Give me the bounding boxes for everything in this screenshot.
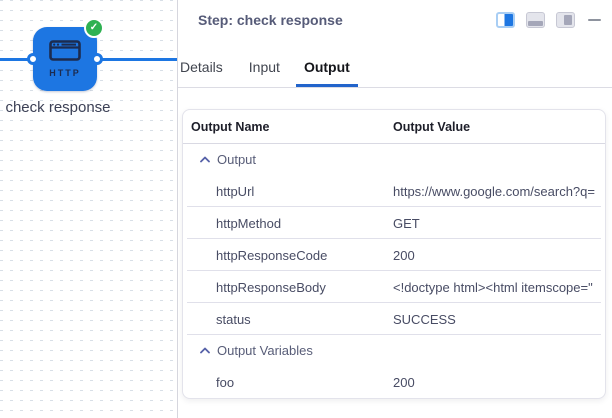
incoming-edge <box>0 58 37 61</box>
output-value-cell: GET <box>393 215 420 231</box>
output-value-cell: 200 <box>393 247 415 263</box>
http-task-node[interactable]: HTTP <box>33 27 97 91</box>
tab-details[interactable]: Details <box>180 59 223 75</box>
output-name-cell: httpResponseBody <box>216 279 326 295</box>
tab-input[interactable]: Input <box>248 59 280 75</box>
workflow-canvas[interactable]: HTTP ✓ check response <box>0 0 177 418</box>
output-name-cell: httpMethod <box>216 215 282 231</box>
tab-output[interactable]: Output <box>295 44 358 87</box>
tab-bar: Details Input Output <box>178 44 612 88</box>
output-value-cell: <!doctype html><html itemscope=" <box>393 279 593 295</box>
table-row[interactable]: foo 200 <box>183 366 605 398</box>
output-value-cell: 200 <box>393 374 415 390</box>
layout-toolbar <box>496 12 601 28</box>
group-label: Output Variables <box>217 343 313 358</box>
output-value-cell: SUCCESS <box>393 311 456 327</box>
group-row-output-variables[interactable]: Output Variables <box>183 335 605 366</box>
output-name-cell: httpUrl <box>216 183 255 199</box>
outgoing-edge <box>93 58 177 61</box>
table-row[interactable]: httpMethod GET <box>183 207 605 239</box>
bottom-panel-toggle-icon[interactable] <box>526 12 545 28</box>
table-row[interactable]: httpResponseCode 200 <box>183 239 605 271</box>
output-name-cell: status <box>216 311 251 327</box>
output-name-cell: httpResponseCode <box>216 247 328 263</box>
table-row[interactable]: status SUCCESS <box>183 303 605 335</box>
split-view-toggle-icon[interactable] <box>496 12 515 28</box>
chevron-up-icon[interactable] <box>200 156 210 163</box>
minimize-icon[interactable] <box>588 19 601 21</box>
output-port[interactable] <box>91 53 103 65</box>
output-name-cell: foo <box>216 374 235 390</box>
table-row[interactable]: httpUrl https://www.google.com/search?q= <box>183 175 605 207</box>
output-table: Output Name Output Value Output httpUrl … <box>182 109 606 399</box>
column-header-output-value: Output Value <box>393 119 471 134</box>
panel-header: Step: check response <box>178 0 612 28</box>
column-header-output-name: Output Name <box>191 119 270 134</box>
step-detail-panel: Step: check response Details Input Outpu… <box>177 0 612 418</box>
panel-title: Step: check response <box>198 12 343 28</box>
group-label: Output <box>217 152 257 167</box>
table-header-row: Output Name Output Value <box>183 110 605 144</box>
node-name-label: check response <box>5 99 111 116</box>
chevron-up-icon[interactable] <box>200 347 210 354</box>
right-panel-toggle-icon[interactable] <box>556 12 575 28</box>
success-check-icon: ✓ <box>84 18 104 38</box>
output-value-cell: https://www.google.com/search?q= <box>393 183 595 199</box>
input-port[interactable] <box>27 53 39 65</box>
node-type-label: HTTP <box>49 68 81 78</box>
table-row[interactable]: httpResponseBody <!doctype html><html it… <box>183 271 605 303</box>
group-row-output[interactable]: Output <box>183 144 605 175</box>
browser-window-icon <box>49 40 81 66</box>
